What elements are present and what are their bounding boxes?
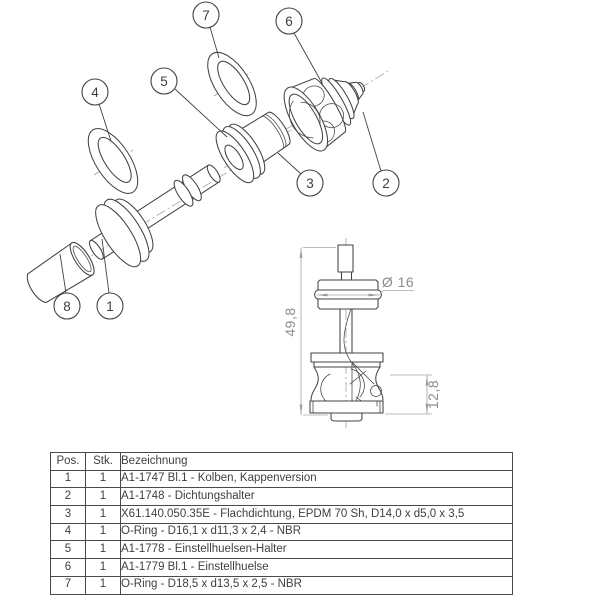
- cell-qty: 1: [85, 487, 121, 507]
- part-cap: [26, 242, 95, 304]
- part-piston: [88, 164, 221, 268]
- part-oring-7: [207, 51, 257, 117]
- svg-text:2: 2: [382, 176, 390, 191]
- cell-name: X61.140.050.35E - Flachdichtung, EPDM 70…: [120, 505, 513, 524]
- cell-pos: 4: [50, 522, 86, 542]
- balloon-part-3: 3: [296, 169, 324, 197]
- cell-name: A1-1748 - Dichtungshalter: [120, 487, 513, 507]
- header-pos: Pos.: [50, 452, 86, 471]
- svg-text:6: 6: [285, 14, 293, 29]
- parts-table: Pos. Stk. Bezeichnung 1 1 A1-1747 Bl.1 -…: [50, 452, 513, 595]
- cell-pos: 3: [50, 505, 86, 524]
- balloon-part-8: 8: [53, 292, 81, 320]
- table-row: 3 1 X61.140.050.35E - Flachdichtung, EPD…: [50, 505, 513, 524]
- part-sleeve-cage: [283, 77, 366, 152]
- cell-qty: 1: [85, 558, 121, 577]
- dimension-overall-height: 49,8: [282, 247, 336, 416]
- svg-text:8: 8: [63, 299, 71, 314]
- table-row: 2 1 A1-1748 - Dichtungshalter: [50, 487, 513, 507]
- cell-pos: 1: [50, 469, 86, 489]
- balloon-part-1: 1: [96, 292, 124, 320]
- part-oring-4: [87, 128, 139, 194]
- svg-text:5: 5: [160, 74, 168, 89]
- cell-name: O-Ring - D18,5 x d13,5 x 2,5 - NBR: [120, 575, 513, 595]
- cell-qty: 1: [85, 469, 121, 489]
- svg-text:1: 1: [106, 299, 114, 314]
- balloon-part-5: 5: [150, 67, 178, 95]
- table-row: 1 1 A1-1747 Bl.1 - Kolben, Kappenversion: [50, 469, 513, 489]
- balloon-leaders: [59, 26, 382, 294]
- assembled-part-edges: [309, 244, 384, 422]
- parts-table-header-row: Pos. Stk. Bezeichnung: [50, 452, 513, 471]
- cell-qty: 1: [85, 575, 121, 595]
- cell-pos: 5: [50, 540, 86, 560]
- svg-text:3: 3: [306, 176, 314, 191]
- dimension-diameter-label: Ø 16: [382, 274, 414, 290]
- cell-qty: 1: [85, 540, 121, 560]
- part-sleeve-holder: [215, 111, 291, 184]
- dimension-height-label: 49,8: [282, 307, 298, 336]
- exploded-view: 7 6 4 5 3 2 8 1: [26, 1, 400, 320]
- cell-pos: 2: [50, 487, 86, 507]
- cell-name: A1-1747 Bl.1 - Kolben, Kappenversion: [120, 469, 513, 489]
- svg-text:4: 4: [91, 85, 99, 100]
- svg-text:7: 7: [202, 8, 210, 23]
- table-row: 5 1 A1-1778 - Einstellhuelsen-Halter: [50, 540, 513, 560]
- cell-name: A1-1778 - Einstellhuelsen-Halter: [120, 540, 513, 560]
- dimension-lower-height: 12,8: [385, 374, 441, 415]
- balloon-part-6: 6: [275, 7, 303, 35]
- cell-name: A1-1779 Bl.1 - Einstellhuelse: [120, 558, 513, 577]
- balloon-part-7: 7: [192, 1, 220, 29]
- table-row: 4 1 O-Ring - D16,1 x d11,3 x 2,4 - NBR: [50, 522, 513, 542]
- cell-name: O-Ring - D16,1 x d11,3 x 2,4 - NBR: [120, 522, 513, 542]
- header-qty: Stk.: [85, 452, 121, 471]
- header-name: Bezeichnung: [120, 452, 513, 471]
- table-row: 6 1 A1-1779 Bl.1 - Einstellhuelse: [50, 558, 513, 577]
- dimension-lower-label: 12,8: [425, 380, 441, 409]
- technical-drawing: 7 6 4 5 3 2 8 1: [26, 1, 441, 429]
- cell-pos: 7: [50, 575, 86, 595]
- table-row: 7 1 O-Ring - D18,5 x d13,5 x 2,5 - NBR: [50, 575, 513, 595]
- cell-qty: 1: [85, 522, 121, 542]
- dimension-ring-diameter: Ø 16: [317, 274, 414, 297]
- balloon-part-2: 2: [372, 169, 400, 197]
- cell-qty: 1: [85, 505, 121, 524]
- assembled-view: 49,8 Ø 16 12,8: [282, 238, 441, 429]
- balloon-part-4: 4: [81, 78, 109, 106]
- cell-pos: 6: [50, 558, 86, 577]
